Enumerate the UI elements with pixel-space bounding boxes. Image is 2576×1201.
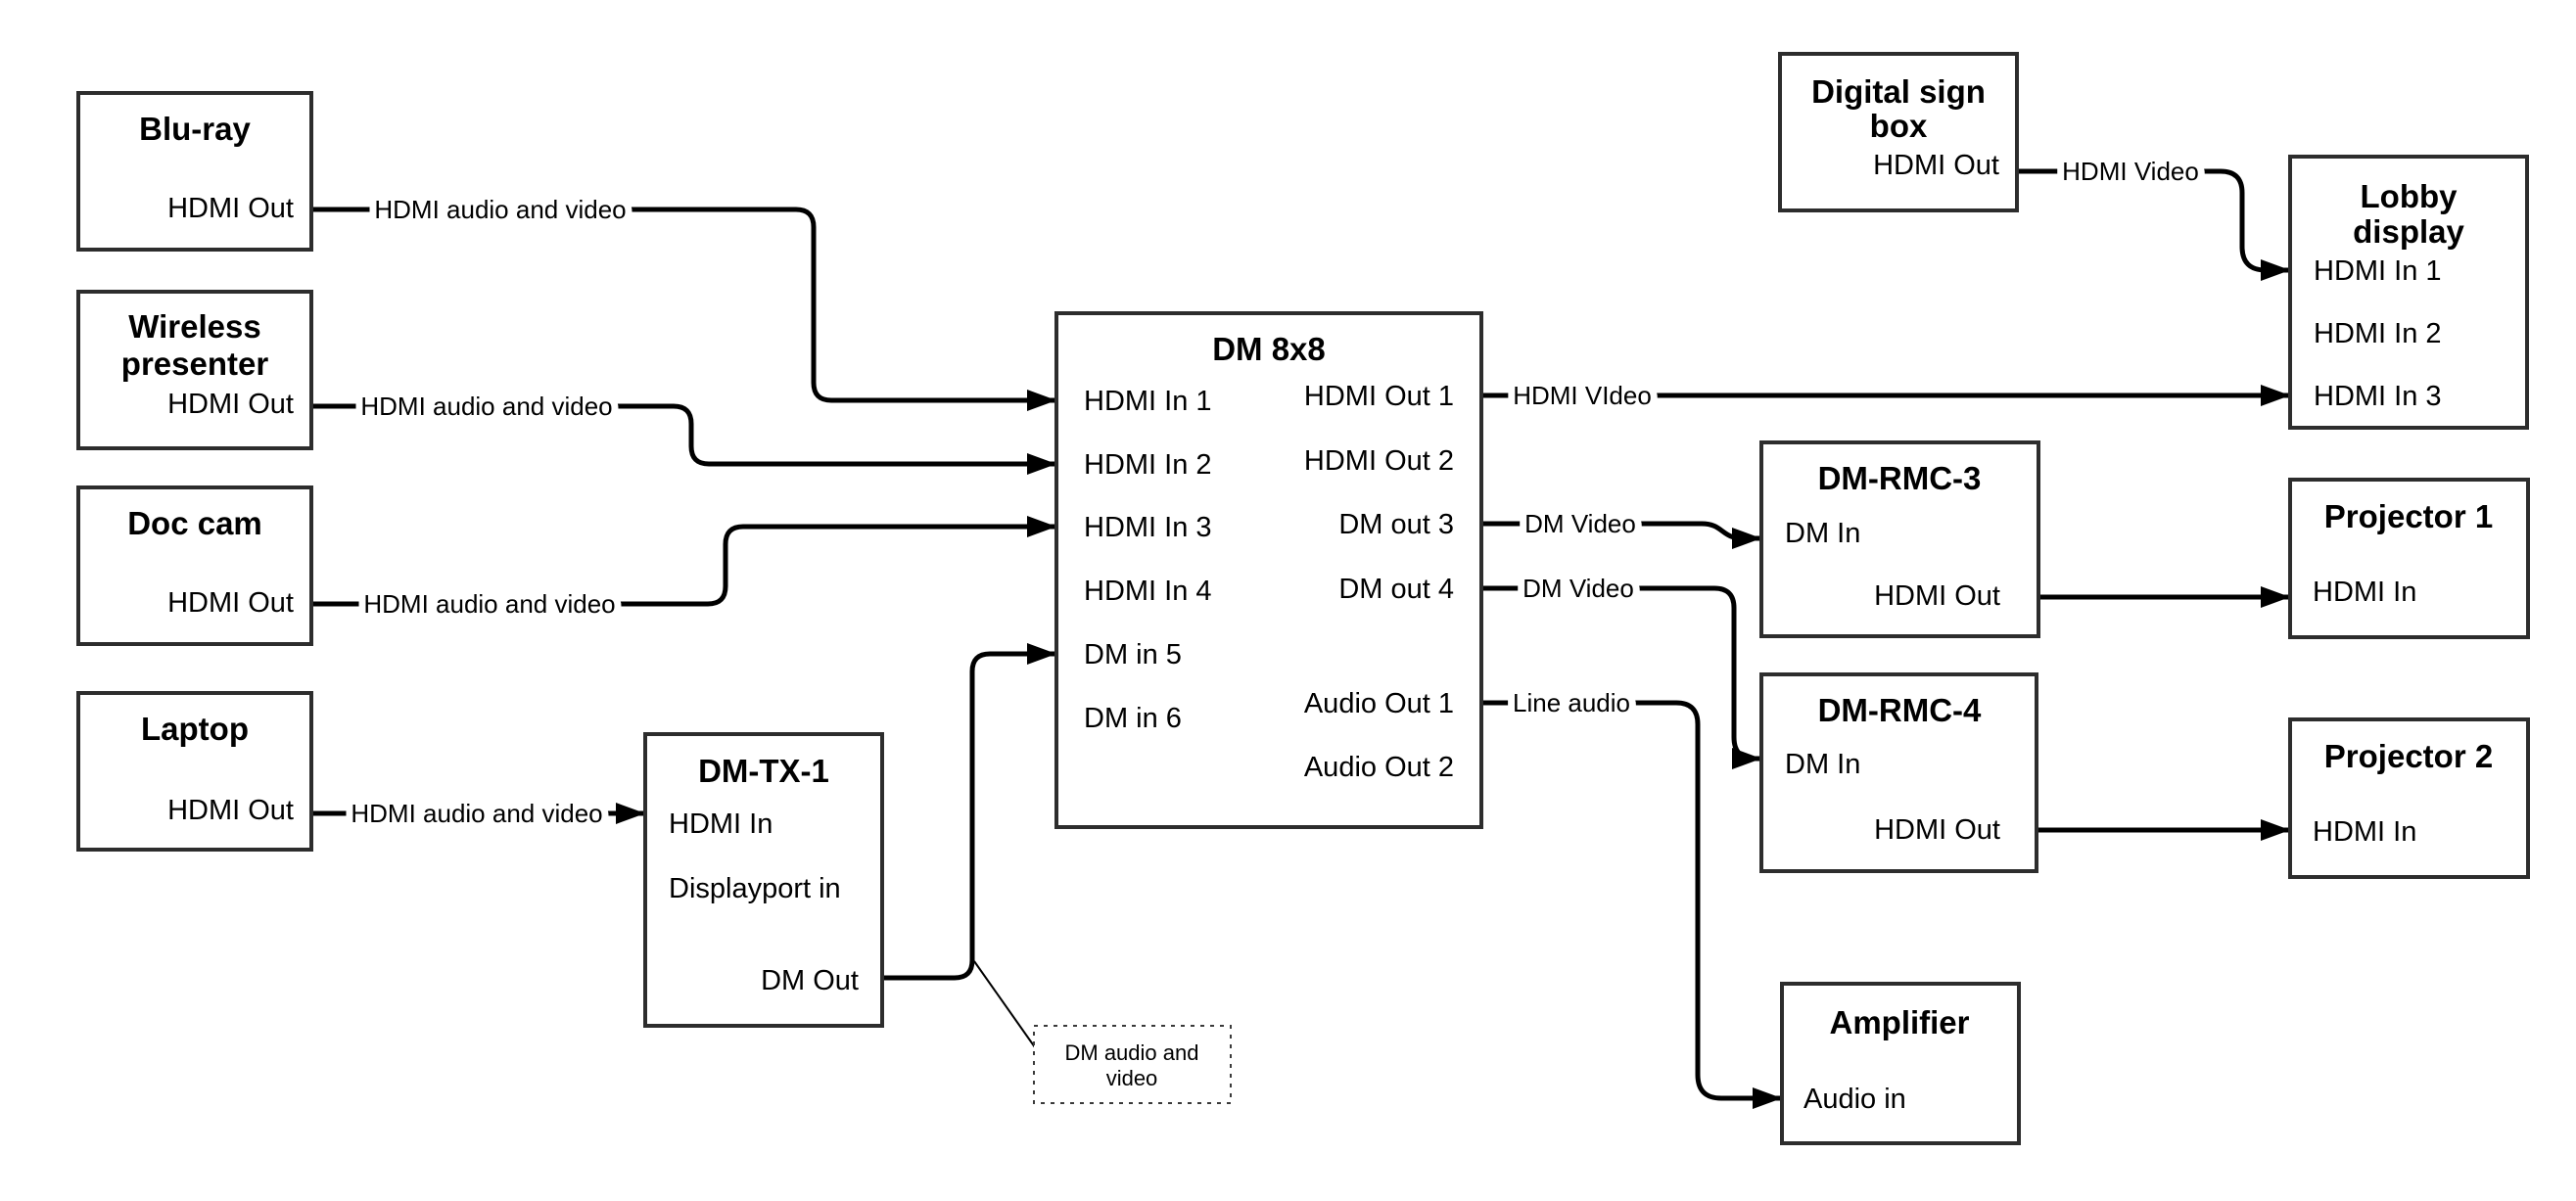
projector-1-title: Projector 1 (2324, 498, 2493, 534)
amplifier-title: Amplifier (1829, 1004, 1969, 1040)
note-dm-audio-and-video: DM audio and video (1033, 1025, 1232, 1104)
dm-rmc-3-port-hdmi-out: HDMI Out (1874, 580, 2000, 612)
node-dm-8x8: DM 8x8 HDMI In 1 HDMI In 2 HDMI In 3 HDM… (1054, 311, 1483, 829)
lobby-display-port-hdmi-in-1: HDMI In 1 (2314, 255, 2442, 287)
dm-8x8-port-audio-out-2: Audio Out 2 (1304, 752, 1454, 783)
digital-sign-box-port-hdmi-out: HDMI Out (1873, 150, 1999, 181)
wire-dm-tx-1-dm-out-to-dm8x8-dm-in-5 (882, 643, 1056, 981)
note-text-line1: DM audio and (1065, 1040, 1199, 1065)
dm-8x8-port-dm-out-3: DM out 3 (1338, 509, 1454, 540)
dm-tx-1-port-dm-out: DM Out (761, 965, 859, 996)
projector-1-box (2288, 478, 2530, 639)
laptop-title: Laptop (141, 711, 249, 747)
wire-dm8x8-dm-out-3-to-rmc3-dm-in (1481, 521, 1761, 549)
dm-8x8-box (1054, 311, 1483, 829)
doc-cam-title: Doc cam (127, 505, 262, 541)
projector-2-box (2288, 717, 2530, 879)
note-callout-line (973, 960, 1036, 1048)
node-wireless-presenter: Wireless presenter HDMI Out (76, 290, 313, 450)
dm-rmc-3-port-dm-in: DM In (1785, 518, 1860, 549)
node-doc-cam: Doc cam HDMI Out (76, 485, 313, 646)
blu-ray-port-hdmi-out: HDMI Out (167, 193, 294, 224)
node-dm-rmc-3: DM-RMC-3 DM In HDMI Out (1759, 440, 2040, 638)
wireless-presenter-title-line1: Wireless (128, 308, 260, 345)
amplifier-box (1780, 982, 2021, 1145)
wireless-presenter-box (76, 290, 313, 450)
dm-8x8-port-dm-in-5: DM in 5 (1084, 639, 1182, 670)
digital-sign-box-box (1778, 52, 2019, 212)
dm-rmc-4-port-hdmi-out: HDMI Out (1874, 814, 2000, 846)
dm-8x8-title: DM 8x8 (1212, 331, 1326, 367)
node-dm-rmc-4: DM-RMC-4 DM In HDMI Out (1759, 672, 2038, 873)
dm-rmc-3-box (1759, 440, 2040, 638)
wire-label-wireless: HDMI audio and video (360, 392, 612, 421)
laptop-box (76, 691, 313, 852)
projector-2-port-hdmi-in: HDMI In (2313, 816, 2416, 848)
node-projector-1: Projector 1 HDMI In (2288, 478, 2530, 639)
wireless-presenter-title-line2: presenter (121, 346, 269, 382)
lobby-display-port-hdmi-in-2: HDMI In 2 (2314, 318, 2442, 349)
lobby-display-port-hdmi-in-3: HDMI In 3 (2314, 381, 2442, 412)
digital-sign-box-title-line2: box (1870, 108, 1928, 144)
wire-digital-sign-to-lobby-hdmi-in-1 (2017, 168, 2290, 281)
wire-label-doc-cam: HDMI audio and video (363, 589, 615, 619)
dm-8x8-port-hdmi-in-3: HDMI In 3 (1084, 512, 1212, 543)
lobby-display-title-line2: display (2353, 213, 2464, 250)
digital-sign-box-title-line1: Digital sign (1811, 73, 1986, 110)
wire-label-hdmi-out-1: HDMI VIdeo (1513, 381, 1652, 410)
wire-label-digital-sign: HDMI Video (2062, 157, 2199, 186)
wire-label-dm-out-4: DM Video (1522, 574, 1634, 603)
node-laptop: Laptop HDMI Out (76, 691, 313, 852)
dm-tx-1-port-displayport-in: Displayport in (669, 873, 841, 904)
node-amplifier: Amplifier Audio in (1780, 982, 2021, 1145)
dm-8x8-port-hdmi-in-4: HDMI In 4 (1084, 576, 1212, 607)
wire-blu-ray-to-dm8x8-hdmi-in-1 (311, 207, 1056, 411)
dm-8x8-port-dm-in-6: DM in 6 (1084, 703, 1182, 734)
dm-rmc-4-port-dm-in: DM In (1785, 749, 1860, 780)
dm-8x8-port-hdmi-out-1: HDMI Out 1 (1304, 381, 1454, 412)
amplifier-port-audio-in: Audio in (1803, 1084, 1906, 1115)
dm-8x8-port-audio-out-1: Audio Out 1 (1304, 688, 1454, 719)
laptop-port-hdmi-out: HDMI Out (167, 795, 294, 826)
dm-tx-1-port-hdmi-in: HDMI In (669, 808, 773, 840)
lobby-display-title-line1: Lobby (2361, 178, 2459, 214)
node-dm-tx-1: DM-TX-1 HDMI In Displayport in DM Out (643, 732, 884, 1028)
wire-label-blu-ray: HDMI audio and video (374, 195, 626, 224)
doc-cam-port-hdmi-out: HDMI Out (167, 587, 294, 619)
wires (311, 168, 2290, 1109)
dm-tx-1-box (643, 732, 884, 1028)
wire-wireless-to-dm8x8-hdmi-in-2 (311, 403, 1056, 475)
blu-ray-box (76, 91, 313, 252)
dm-tx-1-title: DM-TX-1 (698, 753, 829, 789)
dm-rmc-4-box (1759, 672, 2038, 873)
note-text-line2: video (1106, 1066, 1158, 1090)
wire-label-laptop: HDMI audio and video (351, 799, 602, 828)
node-digital-sign-box: Digital sign box HDMI Out (1778, 52, 2019, 212)
dm-8x8-port-hdmi-out-2: HDMI Out 2 (1304, 445, 1454, 477)
dm-rmc-4-title: DM-RMC-4 (1818, 692, 1982, 728)
wire-dm8x8-audio-out-1-to-amplifier (1481, 700, 1782, 1109)
lobby-display-box (2288, 155, 2529, 430)
node-lobby-display: Lobby display HDMI In 1 HDMI In 2 HDMI I… (2288, 155, 2529, 430)
node-blu-ray: Blu-ray HDMI Out (76, 91, 313, 252)
dm-rmc-3-title: DM-RMC-3 (1818, 460, 1982, 496)
projector-1-port-hdmi-in: HDMI In (2313, 577, 2416, 608)
wire-label-dm-out-3: DM Video (1524, 509, 1636, 538)
wireless-presenter-port-hdmi-out: HDMI Out (167, 389, 294, 420)
note-box (1033, 1025, 1232, 1104)
wire-doc-cam-to-dm8x8-hdmi-in-3 (311, 516, 1056, 607)
dm-8x8-port-dm-out-4: DM out 4 (1338, 574, 1454, 605)
wire-labels: HDMI audio and video HDMI audio and vide… (344, 150, 2205, 835)
wire-label-audio-out-1: Line audio (1513, 688, 1630, 717)
doc-cam-box (76, 485, 313, 646)
wire-dm8x8-dm-out-4-to-rmc4-dm-in (1481, 585, 1761, 769)
node-projector-2: Projector 2 HDMI In (2288, 717, 2530, 879)
dm-8x8-port-hdmi-in-1: HDMI In 1 (1084, 386, 1212, 417)
dm-8x8-port-hdmi-in-2: HDMI In 2 (1084, 449, 1212, 481)
projector-2-title: Projector 2 (2324, 738, 2493, 774)
blu-ray-title: Blu-ray (139, 111, 251, 147)
